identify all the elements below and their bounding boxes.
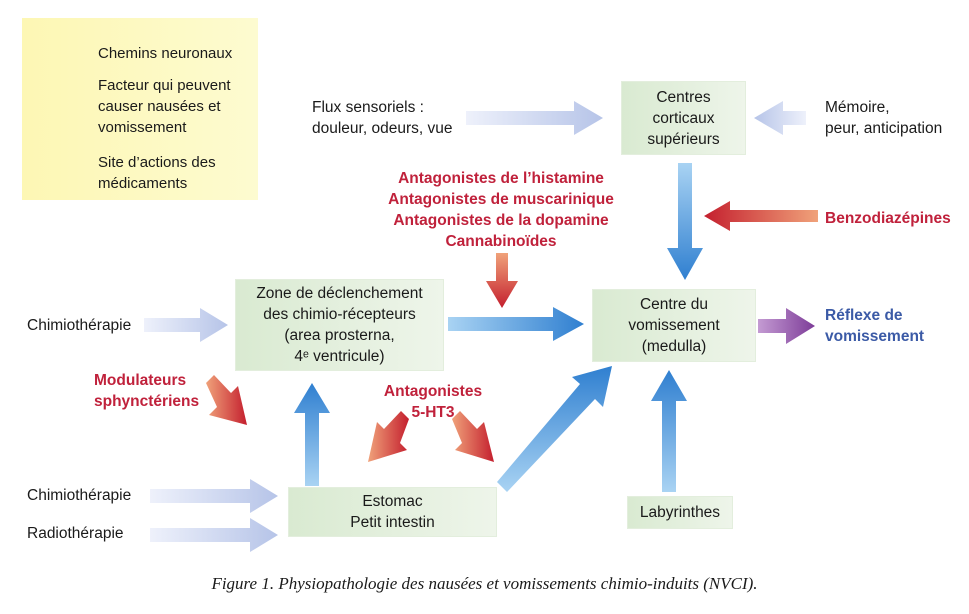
radiotherapy-label: Radiothérapie — [27, 525, 124, 542]
cortical-to-vomit-center-arrow — [667, 163, 703, 280]
sensory-flow-label: Flux sensoriels : douleur, odeurs, vue — [312, 99, 453, 137]
chemo-to-trigger-arrow — [144, 308, 228, 342]
ht3-antagonists-label: Antagonistes 5-HT3 — [383, 383, 483, 421]
memory-label: Mémoire, peur, anticipation — [825, 99, 943, 137]
stomach-to-vomit-center-arrow — [497, 366, 612, 492]
memory-to-cortical-arrow — [754, 101, 806, 135]
modulators-arrow — [206, 375, 247, 425]
legend-neural-label: Chemins neuronaux — [98, 45, 233, 62]
vomit-to-reflex-arrow — [758, 308, 815, 344]
chemotherapy-top-label: Chimiothérapie — [27, 317, 132, 334]
benzo-to-pathway-arrow — [704, 201, 818, 231]
stomach-to-trigger-arrow — [294, 383, 330, 486]
vomiting-reflex-label: Réflexe de vomissement — [825, 307, 925, 345]
trigger-zone-box: Zone de déclenchement des chimio-récepte… — [235, 279, 444, 371]
benzodiazepines-label: Benzodiazépines — [825, 210, 951, 227]
chemotherapy-bottom-label: Chimiothérapie — [27, 487, 132, 504]
trigger-to-vomit-center-arrow — [448, 307, 584, 341]
radio-to-stomach-arrow — [150, 518, 278, 552]
sensory-to-cortical-arrow — [466, 101, 603, 135]
figure-caption: Figure 1. Physiopathologie des nausées e… — [211, 574, 758, 593]
chemo-to-stomach-arrow — [150, 479, 278, 513]
labyrinth-box: Labyrinthes — [627, 496, 733, 529]
antagonists-list-label: Antagonistes de l’histamine Antagonistes… — [388, 170, 614, 250]
legend-drug-label: Site d’actions des médicaments — [98, 154, 216, 192]
antagonists-to-pathway-arrow — [486, 253, 518, 308]
vomiting-center-box: Centre du vomissement (medulla) — [592, 289, 756, 362]
legend — [22, 18, 258, 200]
cortical-centers-box: Centres corticaux supérieurs — [621, 81, 746, 155]
sphincter-modulators-label: Modulateurs sphynctériens — [94, 372, 200, 410]
ht3-left-arrow — [368, 411, 409, 462]
legend-factor-label: Facteur qui peuvent causer nausées et vo… — [98, 77, 231, 136]
ht3-right-arrow — [452, 411, 494, 462]
stomach-box: Estomac Petit intestin — [288, 487, 497, 537]
labyrinth-to-vomit-center-arrow — [651, 370, 687, 492]
